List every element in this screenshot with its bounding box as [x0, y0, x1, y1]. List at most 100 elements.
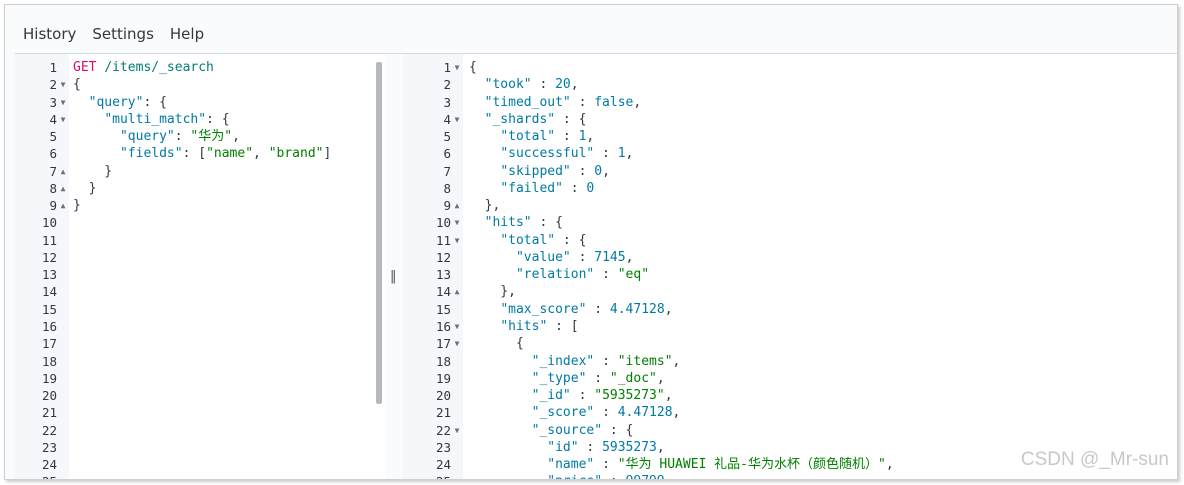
line-number: 20 [403, 387, 463, 404]
code-token: "total" [500, 232, 556, 248]
code-token: } [73, 180, 97, 196]
line-number-text: 24 [41, 457, 57, 473]
fold-down-icon[interactable]: ▼ [60, 97, 66, 107]
menu-help[interactable]: Help [169, 25, 205, 43]
line-number: 8 [403, 180, 463, 197]
line-number-text: 5 [443, 129, 451, 145]
fold-down-icon[interactable]: ▼ [454, 218, 460, 228]
code-token [469, 371, 532, 386]
code-line [73, 353, 331, 370]
code-token: , [602, 163, 610, 179]
code-token: }, [469, 284, 516, 300]
fold-up-icon[interactable]: ▲ [454, 201, 460, 211]
code-line [73, 370, 331, 387]
line-number-text: 25 [42, 474, 57, 479]
line-number-text: 5 [49, 129, 57, 145]
fold-up-icon[interactable]: ▲ [60, 166, 66, 176]
code-line: "successful" : 1, [469, 145, 894, 162]
code-line: "failed" : 0 [469, 180, 894, 197]
code-token: : [586, 370, 610, 386]
code-line: "total" : { [469, 232, 894, 249]
code-token [469, 250, 516, 265]
code-token: : [594, 267, 618, 283]
fold-down-icon[interactable]: ▼ [454, 114, 460, 124]
code-line [73, 266, 331, 283]
code-line: "max_score" : 4.47128, [469, 301, 894, 318]
code-line: } [73, 163, 331, 180]
code-line [73, 404, 331, 421]
code-token: "skipped" [500, 163, 571, 179]
fold-down-icon[interactable]: ▼ [454, 321, 460, 331]
line-number-text: 6 [443, 146, 451, 162]
menu-settings[interactable]: Settings [92, 25, 154, 43]
fold-down-icon[interactable]: ▼ [60, 80, 66, 90]
code-line: "_index" : "items", [469, 353, 894, 370]
code-token [73, 146, 120, 161]
line-number: 24 [15, 456, 69, 473]
code-token: "took" [484, 77, 532, 93]
line-number-text: 18 [41, 353, 57, 369]
code-token: : [602, 474, 625, 479]
fold-up-icon[interactable]: ▲ [60, 201, 66, 211]
fold-up-icon[interactable]: ▲ [454, 287, 460, 297]
code-token: , [625, 249, 634, 265]
code-token: "_doc" [609, 370, 657, 386]
code-token: , [664, 388, 673, 404]
code-token [469, 233, 500, 248]
line-number-text: 1 [49, 60, 57, 75]
code-token: , [232, 129, 240, 145]
code-line: "_score" : 4.47128, [469, 404, 894, 421]
code-line [73, 456, 331, 473]
line-number-text: 22 [435, 422, 451, 438]
line-number: 12 [403, 249, 463, 266]
fold-down-icon[interactable]: ▼ [60, 114, 66, 124]
code-token [469, 354, 532, 369]
code-token: "_id" [531, 388, 571, 404]
code-token: : { [206, 111, 230, 127]
code-token: "name" [547, 457, 595, 473]
code-line: }, [469, 197, 894, 214]
line-number-text: 14 [41, 284, 57, 300]
fold-down-icon[interactable]: ▼ [454, 339, 460, 349]
code-token: "relation" [515, 267, 595, 283]
code-line: } [73, 180, 331, 197]
line-number: 17 [15, 335, 69, 352]
code-token: { [73, 77, 81, 93]
code-token [469, 164, 500, 179]
code-token: "_index" [531, 353, 595, 369]
pane-resize-handle[interactable]: ‖ [390, 269, 397, 284]
line-number: 4▼ [15, 111, 69, 128]
code-token: , [656, 370, 665, 386]
line-number: 24 [403, 456, 463, 473]
line-number-text: 21 [435, 405, 451, 421]
code-token: "max_score" [500, 301, 587, 317]
fold-down-icon[interactable]: ▼ [454, 63, 460, 72]
fold-up-icon[interactable]: ▲ [60, 183, 66, 193]
line-number-text: 16 [435, 318, 451, 334]
code-token: : { [602, 422, 634, 438]
code-token: /items/_search [104, 60, 214, 75]
code-token [469, 440, 547, 455]
line-number: 15 [403, 301, 463, 318]
response-gutter [403, 54, 463, 479]
fold-down-icon[interactable]: ▼ [454, 425, 460, 435]
line-number-text: 20 [435, 388, 451, 404]
line-number: 25 [15, 473, 69, 479]
line-number-text: 10 [435, 215, 451, 231]
code-line: "name" : "华为 HUAWEI 礼品-华为水杯（颜色随机）", [469, 456, 893, 473]
request-scrollbar[interactable] [376, 62, 382, 404]
code-token: "value" [515, 249, 571, 265]
code-token: "hits" [484, 215, 532, 231]
code-line [73, 249, 331, 266]
request-code[interactable]: GET /items/_search{ "query": { "multi_ma… [73, 59, 331, 479]
code-line [73, 283, 331, 300]
code-token: false [594, 94, 634, 110]
menu-history[interactable]: History [23, 25, 77, 43]
code-token: "name" [206, 146, 254, 162]
code-token: "eq" [617, 267, 650, 283]
code-token: ] [323, 146, 332, 162]
fold-down-icon[interactable]: ▼ [454, 235, 460, 245]
line-number-text: 16 [41, 318, 57, 334]
